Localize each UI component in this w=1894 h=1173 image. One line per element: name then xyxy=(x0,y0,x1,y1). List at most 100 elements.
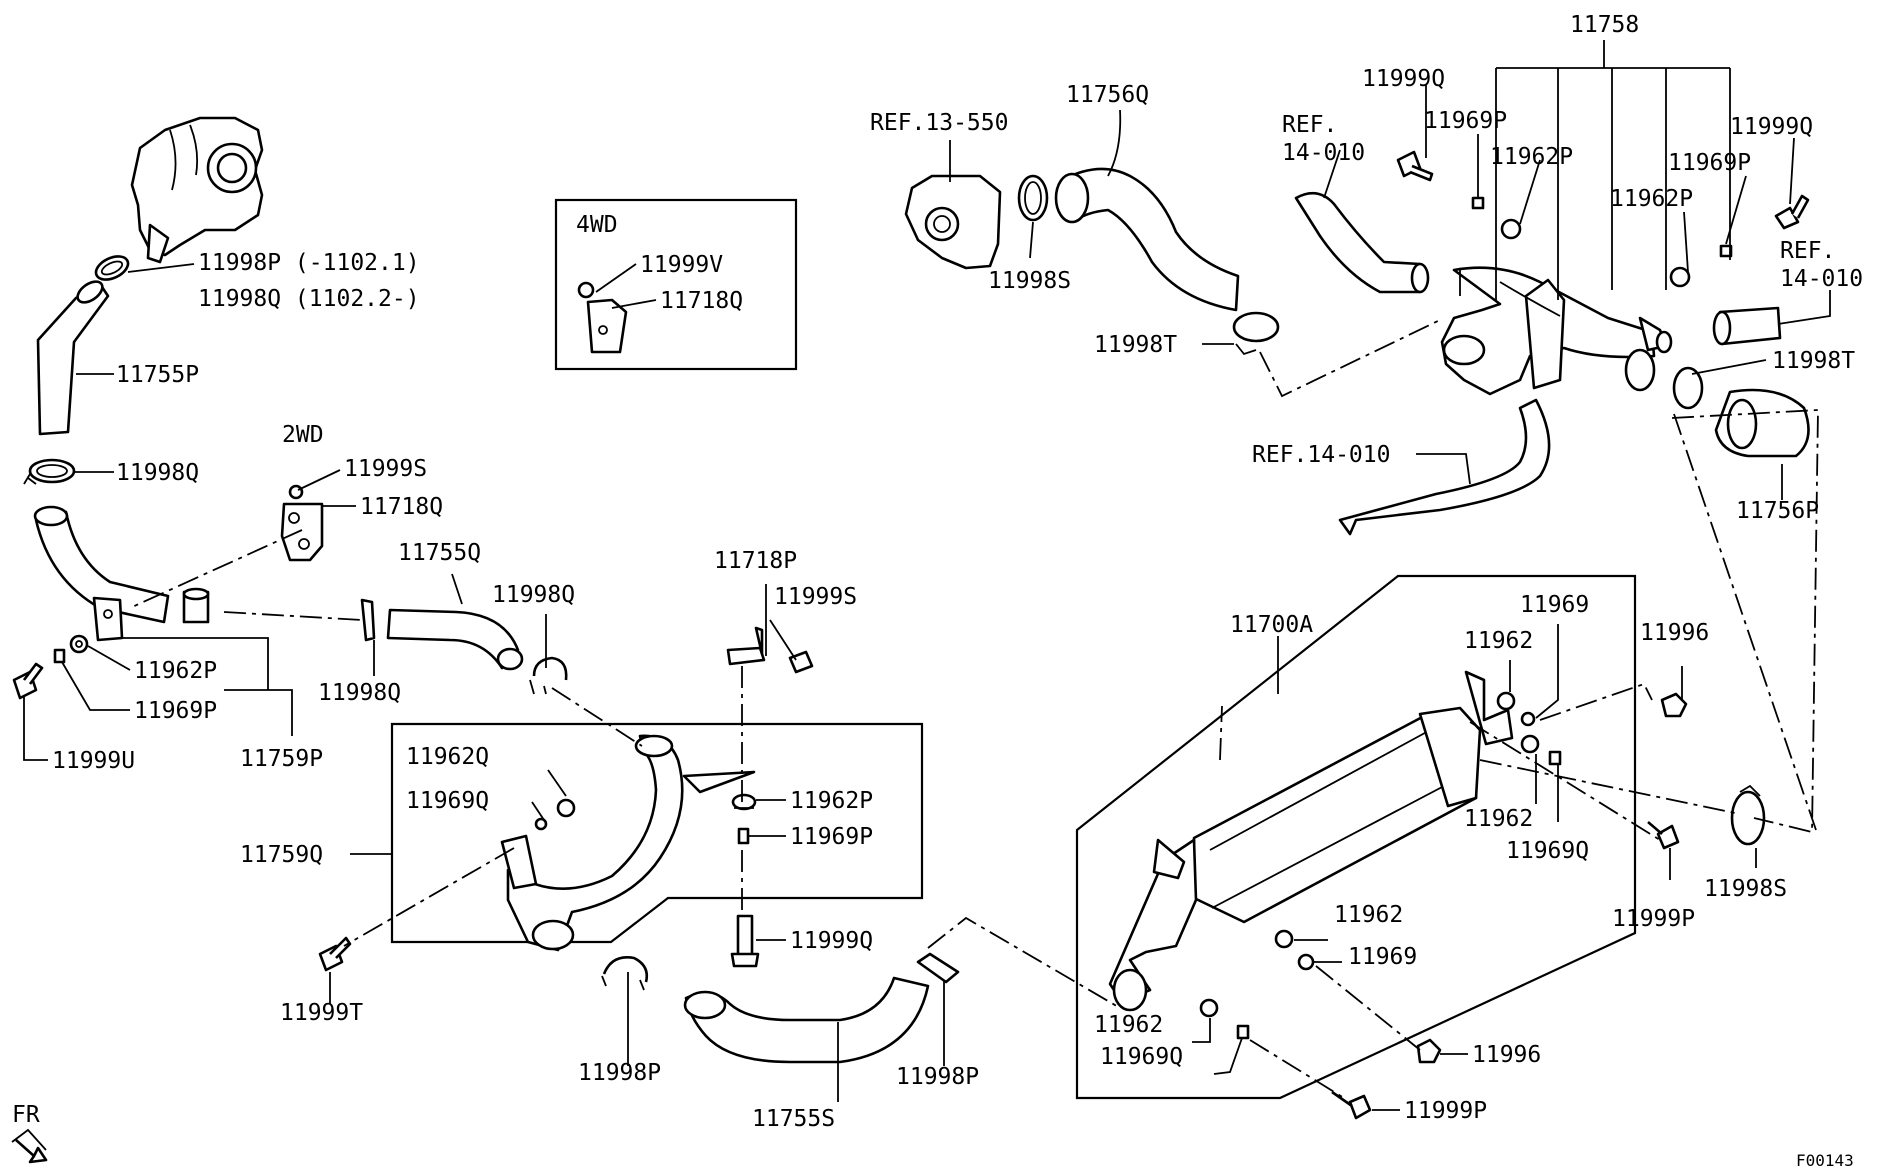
label-ref-14-010-a-1: REF. xyxy=(1282,112,1337,138)
label-11718q-b: 11718Q xyxy=(660,288,743,314)
label-11962p-b: 11962P xyxy=(790,788,873,814)
label-11996-b: 11996 xyxy=(1472,1042,1541,1068)
label-11969-a: 11969 xyxy=(1520,592,1589,618)
bolt-11999p-b xyxy=(1331,1090,1372,1120)
label-11998s-b: 11998S xyxy=(1704,876,1787,902)
page-code: F00143 xyxy=(1796,1151,1854,1170)
label-11718p: 11718P xyxy=(714,548,797,574)
spacer-11969q-c xyxy=(1236,1024,1250,1040)
nut-11962-a xyxy=(1496,691,1516,711)
intercooler-group-box xyxy=(1075,574,1637,1100)
bolt-11999q-b xyxy=(1396,150,1434,182)
coupler xyxy=(182,587,210,624)
clamp-11998s-a xyxy=(1017,174,1049,222)
bolt-11999u xyxy=(12,662,44,700)
label-11756q: 11756Q xyxy=(1066,82,1149,108)
bolt-11999p-a xyxy=(1647,821,1680,850)
4wd-variant-box xyxy=(554,198,798,371)
label-11998p-range: 11998P (-1102.1) xyxy=(198,250,420,276)
clamp-11998t-b xyxy=(1672,366,1704,410)
label-11969q-c: 11969Q xyxy=(1100,1044,1183,1070)
nut-11962-c xyxy=(1274,929,1294,949)
label-11962-c: 11962 xyxy=(1334,902,1403,928)
nut-11962p-b xyxy=(731,793,757,811)
label-11999q-c: 11999Q xyxy=(1730,114,1813,140)
label-11999v: 11999V xyxy=(640,252,723,278)
bracket-11718q-a xyxy=(280,484,324,562)
front-arrow-icon xyxy=(11,1128,48,1164)
spacer-11969p-c xyxy=(1471,196,1485,210)
spacer-11969-a xyxy=(1520,711,1536,727)
hose-ref-14-010-c xyxy=(1338,398,1551,536)
label-11969q-a: 11969Q xyxy=(406,788,489,814)
connection-lines xyxy=(129,319,1819,1099)
label-11700a: 11700A xyxy=(1230,612,1313,638)
label-ref-13-550: REF.13-550 xyxy=(870,110,1008,136)
bracket-11718q-b xyxy=(577,281,628,354)
label-11969p-d: 11969P xyxy=(1668,150,1751,176)
label-11969-b: 11969 xyxy=(1348,944,1417,970)
hose-ref-14-010-a xyxy=(1294,191,1430,294)
label-11756p: 11756P xyxy=(1736,498,1819,524)
label-11962p-d: 11962P xyxy=(1610,186,1693,212)
label-11999q-a: 11999Q xyxy=(790,928,873,954)
spacer-11969p-d xyxy=(1719,244,1733,258)
label-11969q-b: 11969Q xyxy=(1506,838,1589,864)
spacer-11969-b xyxy=(1297,953,1315,971)
label-front: FR xyxy=(12,1102,40,1128)
label-11998q-range: 11998Q (1102.2-) xyxy=(198,286,420,312)
hose-11755s xyxy=(683,976,930,1064)
label-11998q-b: 11998Q xyxy=(492,582,575,608)
leader-lines xyxy=(23,40,1831,1111)
label-11999s-b: 11999S xyxy=(774,584,857,610)
clamp-11998q-c xyxy=(529,656,568,695)
spacer-11969p-b xyxy=(737,827,750,845)
label-11999q-b: 11999Q xyxy=(1362,66,1445,92)
label-11998p-b: 11998P xyxy=(896,1064,979,1090)
label-2wd: 2WD xyxy=(282,422,324,448)
label-11962-d: 11962 xyxy=(1094,1012,1163,1038)
pipe-11759q xyxy=(500,734,756,952)
11759q-group-box xyxy=(390,722,924,944)
label-11755q: 11755Q xyxy=(398,540,481,566)
label-ref-14-010-b-1: REF. xyxy=(1780,238,1835,264)
clamp-11998p xyxy=(94,255,130,281)
label-ref-14-010-b-2: 14-010 xyxy=(1780,266,1863,292)
spacer-11969q-b xyxy=(1548,750,1562,766)
hose-11755q xyxy=(360,598,524,671)
label-11758: 11758 xyxy=(1570,12,1639,38)
clamp-11998t-a xyxy=(1232,311,1280,356)
label-11962p-a: 11962P xyxy=(134,658,217,684)
nut-11962-d xyxy=(1199,998,1219,1018)
label-11999s-a: 11999S xyxy=(344,456,427,482)
label-11962-b: 11962 xyxy=(1464,806,1533,832)
label-11962p-c: 11962P xyxy=(1490,144,1573,170)
hose-11759p xyxy=(33,505,170,642)
hose-11756q xyxy=(1054,167,1240,312)
label-11999p-a: 11999P xyxy=(1612,906,1695,932)
label-11999p-b: 11999P xyxy=(1404,1098,1487,1124)
bolt-11999t xyxy=(318,936,352,972)
hose-ref-14-010-b xyxy=(1712,306,1782,346)
label-11998t-b: 11998T xyxy=(1772,348,1855,374)
label-11969p-c: 11969P xyxy=(1424,108,1507,134)
label-ref-14-010-a-2: 14-010 xyxy=(1282,140,1365,166)
label-11759q: 11759Q xyxy=(240,842,323,868)
label-11996-a: 11996 xyxy=(1640,620,1709,646)
bracket-11718p xyxy=(726,626,814,674)
label-11998q-c: 11998Q xyxy=(318,680,401,706)
label-11998p-a: 11998P xyxy=(578,1060,661,1086)
bolt-11999q-c xyxy=(1774,194,1810,230)
label-11755s: 11755S xyxy=(752,1106,835,1132)
label-4wd: 4WD xyxy=(576,212,618,238)
label-11998q-a: 11998Q xyxy=(116,460,199,486)
intercooler-11700a xyxy=(1108,670,1514,1012)
nut-11962p-d xyxy=(1669,266,1691,288)
label-11962-a: 11962 xyxy=(1464,628,1533,654)
label-11998t-a: 11998T xyxy=(1094,332,1177,358)
hose-11755p xyxy=(36,280,110,436)
clamp-11998q-a xyxy=(23,458,76,485)
bolt-11999q-a xyxy=(730,914,760,968)
nut-11996-b xyxy=(1416,1038,1442,1064)
